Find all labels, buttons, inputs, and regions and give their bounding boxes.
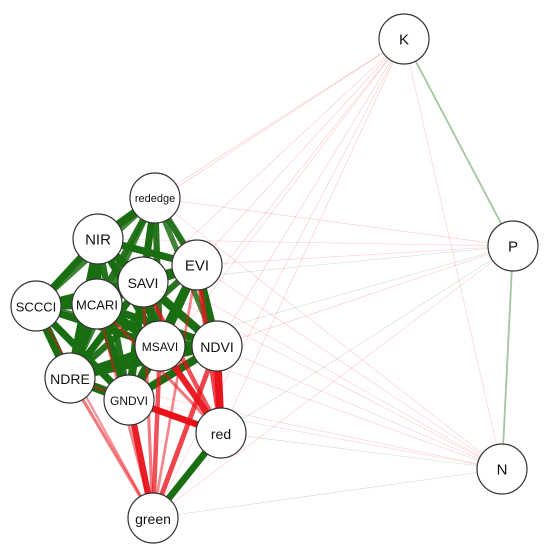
edge-P-red <box>220 245 514 434</box>
node-circle <box>127 492 179 544</box>
edge-green-EVI <box>151 263 199 520</box>
node-label: NIR <box>85 232 111 249</box>
edge-P-EVI <box>196 245 514 266</box>
node-MSAVI[interactable]: MSAVI <box>134 320 186 372</box>
edge-K-green <box>152 38 405 519</box>
node-circle <box>191 320 243 372</box>
node-label: K <box>399 32 409 49</box>
edge-K-red <box>220 38 405 434</box>
node-EVI[interactable]: EVI <box>171 239 223 291</box>
edge-N-rededge <box>154 197 503 470</box>
node-red[interactable]: red <box>195 407 247 459</box>
node-MCARI[interactable]: MCARI <box>71 278 123 330</box>
node-circle <box>195 407 247 459</box>
edge-K-SAVI <box>142 38 405 283</box>
node-green[interactable]: green <box>127 492 179 544</box>
node-label: NDVI <box>200 339 233 355</box>
node-label: P <box>508 239 518 256</box>
node-NDVI[interactable]: NDVI <box>191 320 243 372</box>
edge-N-NDVI <box>216 345 503 470</box>
edge-K-P <box>403 38 514 247</box>
node-circle <box>171 239 223 291</box>
node-NDRE[interactable]: NDRE <box>44 352 96 404</box>
node-K[interactable]: K <box>378 13 430 65</box>
node-circle <box>134 320 186 372</box>
edge-green-NDRE <box>68 376 155 520</box>
edge-P-rededge <box>154 197 514 247</box>
edge-K-MSAVI <box>159 38 405 347</box>
edge-green-SCCCI <box>34 304 155 520</box>
node-rededge[interactable]: rededge <box>129 172 181 224</box>
node-SCCCI[interactable]: SCCCI <box>10 280 62 332</box>
edges-layer <box>31 38 514 522</box>
node-P[interactable]: P <box>487 220 539 272</box>
edge-N-EVI <box>196 264 503 470</box>
edge-N-GNDVI <box>128 399 503 470</box>
edge-K-EVI <box>196 38 405 266</box>
node-label: green <box>135 511 171 527</box>
node-label: SCCCI <box>16 300 56 315</box>
node-circle <box>129 172 181 224</box>
edge-green-NDVI <box>150 343 220 521</box>
node-circle <box>72 213 124 265</box>
node-label: rededge <box>135 193 175 205</box>
edge-P-NIR <box>97 238 514 247</box>
edge-N-red <box>220 432 503 470</box>
node-circle <box>476 443 528 495</box>
edge-N-green <box>152 468 503 519</box>
edge-K-NDVI <box>216 38 405 347</box>
node-label: red <box>211 426 231 442</box>
node-label: NDRE <box>50 371 90 387</box>
node-circle <box>378 13 430 65</box>
node-label: EVI <box>185 258 209 275</box>
edge-green-MSAVI <box>150 343 163 521</box>
edge-K-N <box>403 38 503 470</box>
edge-P-NDVI <box>216 245 514 347</box>
edge-P-N <box>501 245 514 470</box>
node-label: N <box>497 462 508 479</box>
node-SAVI[interactable]: SAVI <box>117 256 169 308</box>
node-NIR[interactable]: NIR <box>72 213 124 265</box>
node-circle <box>44 352 96 404</box>
node-GNDVI[interactable]: GNDVI <box>103 374 155 426</box>
node-circle <box>117 256 169 308</box>
node-label: GNDVI <box>110 394 148 408</box>
node-circle <box>103 374 155 426</box>
edge-P-green <box>152 245 514 519</box>
edge-N-SAVI <box>142 281 503 470</box>
node-circle <box>71 278 123 330</box>
node-label: MCARI <box>76 298 118 313</box>
node-circle <box>487 220 539 272</box>
node-N[interactable]: N <box>476 443 528 495</box>
node-label: SAVI <box>128 275 159 291</box>
node-label: MSAVI <box>142 340 178 354</box>
edge-K-rededge <box>154 38 405 199</box>
node-circle <box>10 280 62 332</box>
